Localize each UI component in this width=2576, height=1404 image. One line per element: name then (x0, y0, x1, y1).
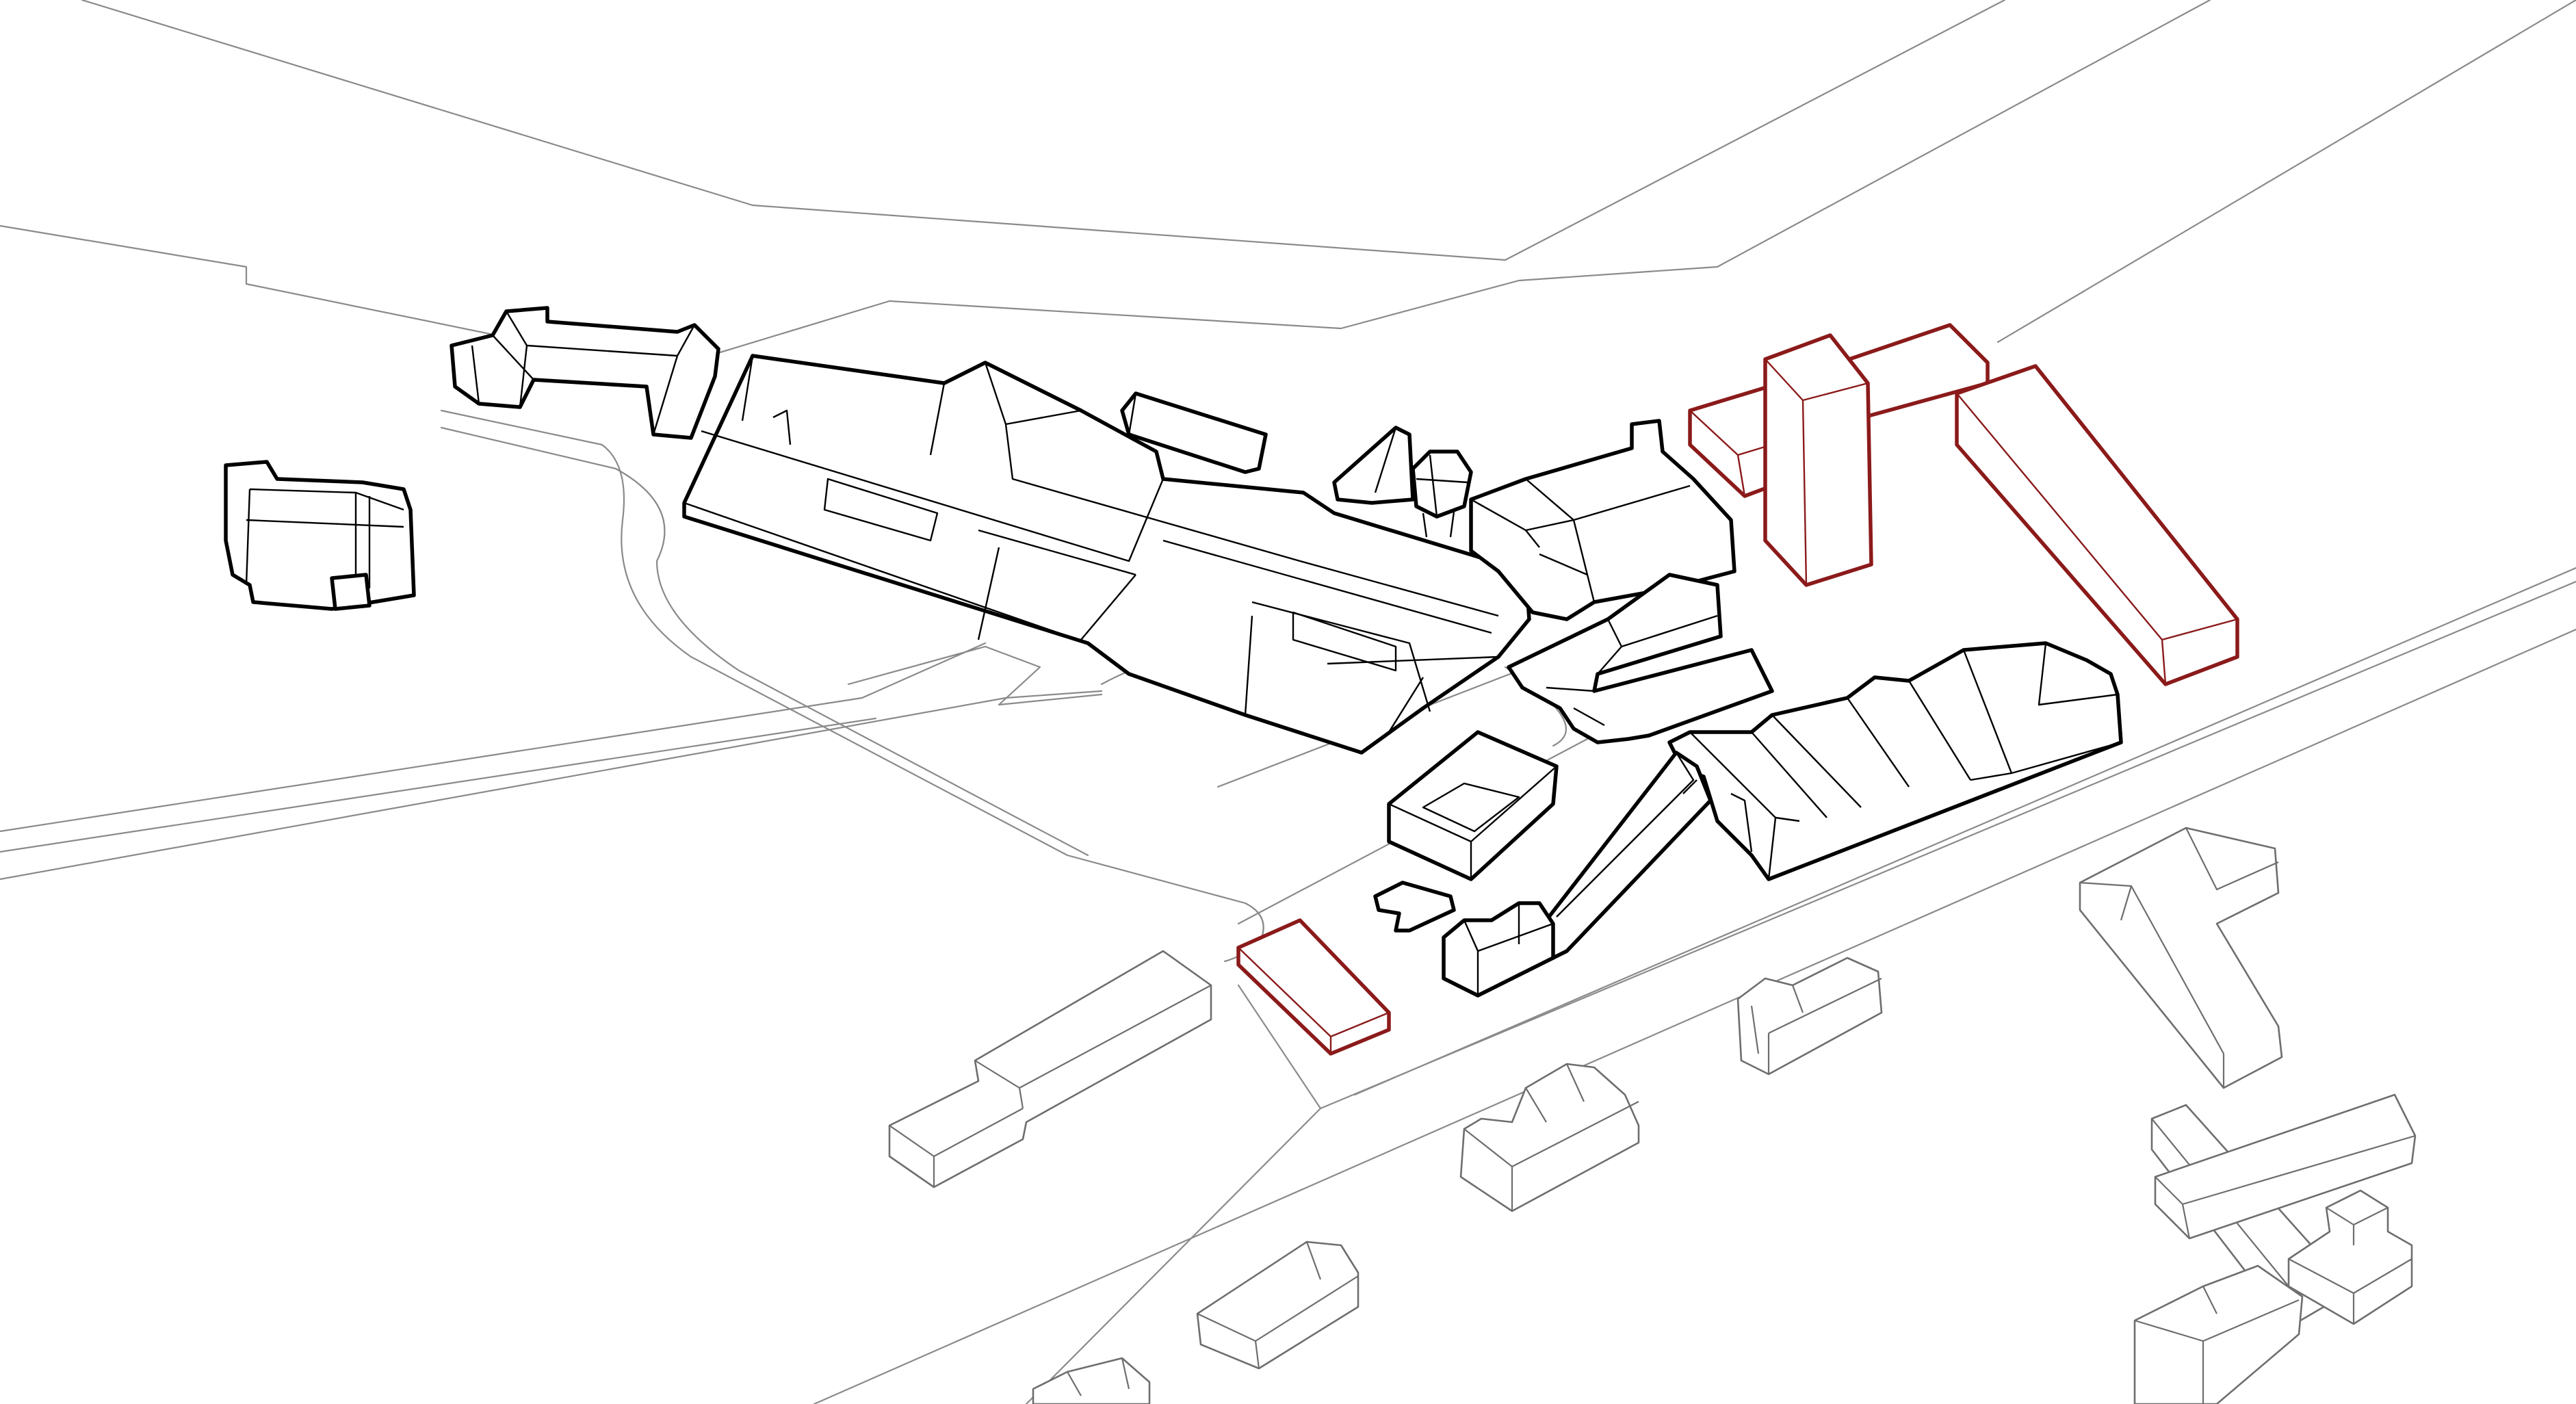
upper-road-line-2 (1996, 0, 2576, 343)
lower-street-line-2 (1353, 567, 2576, 1096)
context-building-1 (888, 950, 1212, 1188)
context-building-7 (2133, 1264, 2304, 1404)
existing-water-tower (1411, 450, 1473, 538)
existing-building-northwest (450, 306, 720, 440)
context-building-6 (2154, 1093, 2417, 1240)
existing-building-pavilion (1332, 426, 1415, 505)
proposed-building-tower (1763, 333, 1873, 587)
lower-street-line-4 (1319, 580, 2576, 1110)
context-buildings (888, 827, 2417, 1404)
proposed-building-south-corner (1236, 918, 1391, 1056)
existing-building-west (224, 460, 416, 611)
railway-track-3 (0, 690, 1103, 881)
existing-building-south (1442, 901, 1555, 998)
context-building-3 (1736, 957, 1883, 1076)
existing-building-long-wing (1544, 751, 1713, 960)
railway-track-1 (0, 642, 987, 833)
site-access-road-inner (440, 426, 1089, 857)
existing-building-main-hall (682, 354, 1531, 755)
context-building-8 (2287, 1189, 2413, 1325)
proposed-building-long-block (1955, 364, 2239, 686)
context-building-10 (1032, 1357, 1151, 1404)
upper-road-line-1 (0, 0, 2211, 371)
existing-building-northeast (1469, 419, 1736, 621)
track-branch (847, 645, 1103, 706)
lower-street-line-1 (813, 628, 2576, 1404)
existing-building-small-shed (1373, 881, 1456, 933)
existing-buildings (224, 306, 2123, 998)
existing-building-hip-roof (1387, 730, 1559, 881)
context-building-4 (2079, 827, 2283, 1089)
context-building-9 (1196, 1240, 1359, 1370)
top-edge-line (81, 0, 2006, 261)
proposed-buildings (1236, 323, 2239, 1056)
existing-building-north-block (1120, 391, 1268, 474)
existing-building-saw-tooth-shed (1667, 641, 2123, 881)
context-building-2 (1459, 1063, 1640, 1212)
existing-building-east-cluster (1507, 573, 1774, 744)
railway-track-2 (0, 717, 877, 853)
